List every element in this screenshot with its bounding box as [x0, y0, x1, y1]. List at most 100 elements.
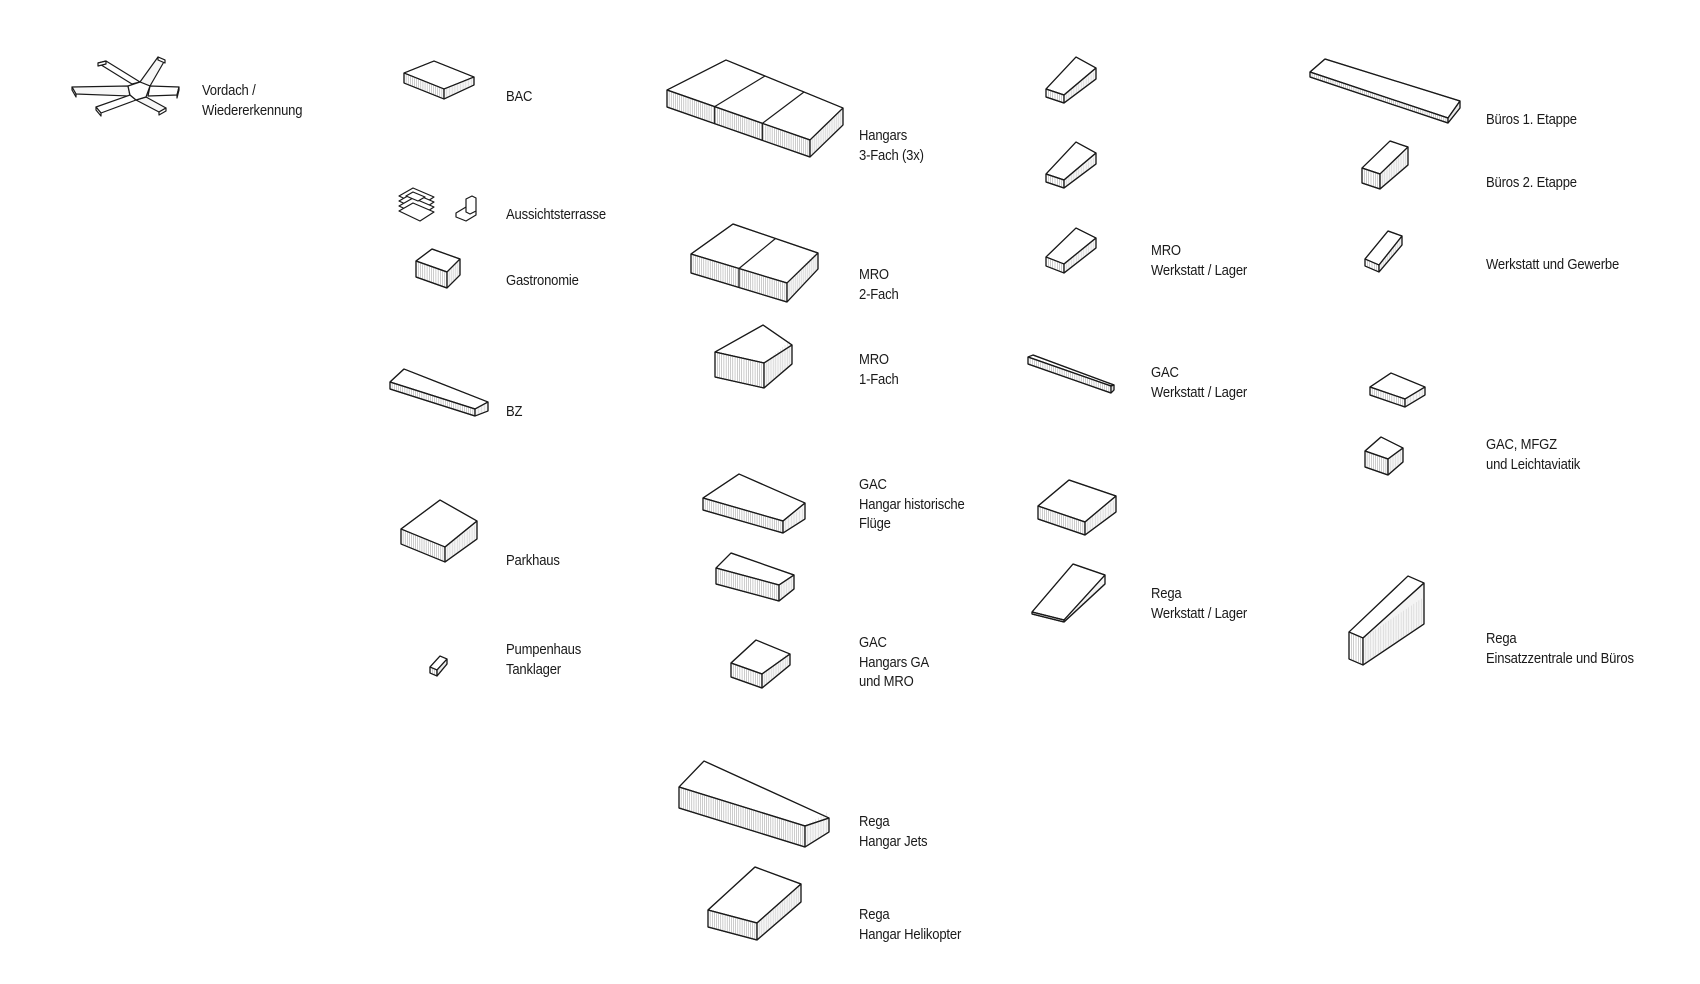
label-aussichtsterrasse-line-1: Aussichtsterrasse [506, 207, 606, 223]
label-bueros-1-line-1: Büros 1. Etappe [1486, 112, 1577, 128]
label-vordach-line-1: Vordach / [202, 83, 256, 99]
rega-werkstatt-icon [1031, 563, 1106, 623]
vordach-arm-edge [157, 56, 166, 64]
vordach-hub [127, 81, 151, 101]
rega-helikopter-icon [707, 866, 802, 941]
hangars-3fach-module-divider [714, 75, 766, 108]
label-gac-mfgz: GAC, MFGZ und Leichtaviatik [1486, 436, 1580, 475]
gastronomie-icon [415, 248, 461, 289]
rega-einsatz-icon [1348, 575, 1425, 666]
label-parkhaus: Parkhaus [506, 552, 560, 572]
vordach-arm-edge [158, 107, 167, 116]
vordach-arm-edge [176, 86, 180, 99]
gac-mfgz-icon [1364, 436, 1404, 476]
label-rega-jets-line-2: Hangar Jets [859, 833, 928, 850]
label-gac-historisch-line-1: GAC [859, 477, 887, 493]
vordach-icon [71, 56, 180, 117]
label-rega-jets-line-1: Rega [859, 814, 890, 830]
pumpenhaus-icon [429, 655, 448, 677]
label-gac-historisch-line-2: Hangar historische [859, 496, 965, 513]
label-gac-mfgz-line-2: und Leichtaviatik [1486, 456, 1581, 473]
mro-2fach-icon [690, 223, 819, 303]
werkstatt-gewerbe-icon [1364, 230, 1403, 273]
label-gastronomie: Gastronomie [506, 272, 579, 292]
label-bueros-2-line-1: Büros 2. Etappe [1486, 175, 1577, 191]
label-gac-historisch-line-3: Flüge [859, 516, 891, 532]
label-werkstatt-gewerbe-line-1: Werkstatt und Gewerbe [1486, 257, 1620, 273]
parkhaus-icon [400, 499, 478, 563]
label-pumpenhaus-line-2: Tanklager [506, 661, 561, 678]
label-mro-2fach-line-2: 2-Fach [859, 286, 899, 303]
gac-historisch-icon [702, 473, 806, 534]
label-mro-1fach-line-1: MRO [859, 352, 889, 368]
gac-hangars-ga-icon [715, 552, 795, 602]
mro-1fach-icon [714, 324, 793, 389]
label-mro-werkstatt-line-1: MRO [1151, 243, 1181, 259]
label-bac: BAC [506, 88, 532, 108]
mro-werkstatt-box-2-icon [1045, 141, 1097, 189]
label-rega-helikopter-line-1: Rega [859, 907, 890, 923]
label-gac-mfgz-line-1: GAC, MFGZ [1486, 437, 1557, 453]
vordach-arm-edge [71, 86, 77, 98]
aussichtsterrasse-l-piece [465, 195, 477, 215]
label-rega-helikopter-line-2: Hangar Helikopter [859, 926, 962, 943]
vordach-arm [147, 85, 180, 97]
label-bz: BZ [506, 403, 523, 423]
aussichtsterrasse-icon [398, 187, 477, 222]
aussichtsterrasse-slab-cut [405, 191, 426, 202]
vordach-arm [71, 85, 131, 97]
gac-werkstatt-top-face [1027, 354, 1115, 387]
label-mro-2fach-line-1: MRO [859, 267, 889, 283]
label-rega-werkstatt-line-2: Werkstatt / Lager [1151, 605, 1248, 622]
label-gac-hangars-ga: GAC Hangars GA und MRO [859, 634, 929, 693]
label-mro-werkstatt: MRO Werkstatt / Lager [1151, 242, 1247, 281]
label-gac-hangars-ga-line-1: GAC [859, 635, 887, 651]
label-bac-line-1: BAC [506, 89, 533, 105]
bueros-1-icon [1309, 58, 1461, 124]
label-hangars-3fach-line-2: 3-Fach (3x) [859, 147, 924, 164]
label-rega-werkstatt-line-1: Rega [1151, 586, 1182, 602]
label-gac-hangars-ga-line-2: Hangars GA [859, 654, 930, 671]
label-hangars-3fach: Hangars 3-Fach (3x) [859, 127, 924, 166]
bz-icon [389, 368, 489, 417]
aussichtsterrasse-slab [398, 202, 435, 222]
label-parkhaus-line-1: Parkhaus [506, 553, 560, 569]
label-gac-werkstatt-line-2: Werkstatt / Lager [1151, 384, 1248, 401]
mro-werkstatt-box-3-icon [1045, 227, 1097, 274]
label-mro-1fach-line-2: 1-Fach [859, 371, 899, 388]
label-rega-einsatz-line-1: Rega [1486, 631, 1517, 647]
gac-werkstatt-box-2-icon [1037, 479, 1117, 536]
mro-2fach-module-divider [738, 238, 776, 269]
bueros-2-icon [1361, 140, 1409, 190]
label-werkstatt-gewerbe: Werkstatt und Gewerbe [1486, 256, 1619, 276]
mro-werkstatt-icon [1045, 56, 1097, 104]
label-mro-werkstatt-line-2: Werkstatt / Lager [1151, 262, 1248, 279]
hangars-3fach-icon [666, 59, 844, 158]
label-gac-werkstatt-line-1: GAC [1151, 365, 1179, 381]
label-vordach-line-2: Wiedererkennung [202, 102, 303, 119]
label-bz-line-1: BZ [506, 404, 523, 420]
label-gac-hangars-ga-line-3: und MRO [859, 674, 914, 690]
gac-werkstatt-icon [1027, 354, 1115, 394]
gac-mfgz-box-top-icon [1369, 372, 1426, 408]
rega-jets-icon [678, 760, 830, 848]
label-hangars-3fach-line-1: Hangars [859, 128, 908, 144]
bac-icon [403, 60, 475, 100]
label-aussichtsterrasse: Aussichtsterrasse [506, 206, 606, 226]
vordach-arm-edge [95, 106, 102, 117]
label-bueros-1: Büros 1. Etappe [1486, 111, 1577, 131]
label-rega-einsatz-line-2: Einsatzzentrale und Büros [1486, 650, 1634, 667]
label-gac-werkstatt: GAC Werkstatt / Lager [1151, 364, 1247, 403]
label-mro-2fach: MRO 2-Fach [859, 266, 899, 305]
label-pumpenhaus-line-1: Pumpenhaus [506, 642, 582, 658]
label-bueros-2: Büros 2. Etappe [1486, 174, 1577, 194]
label-gastronomie-line-1: Gastronomie [506, 273, 579, 289]
label-vordach: Vordach / Wiedererkennung [202, 82, 303, 121]
